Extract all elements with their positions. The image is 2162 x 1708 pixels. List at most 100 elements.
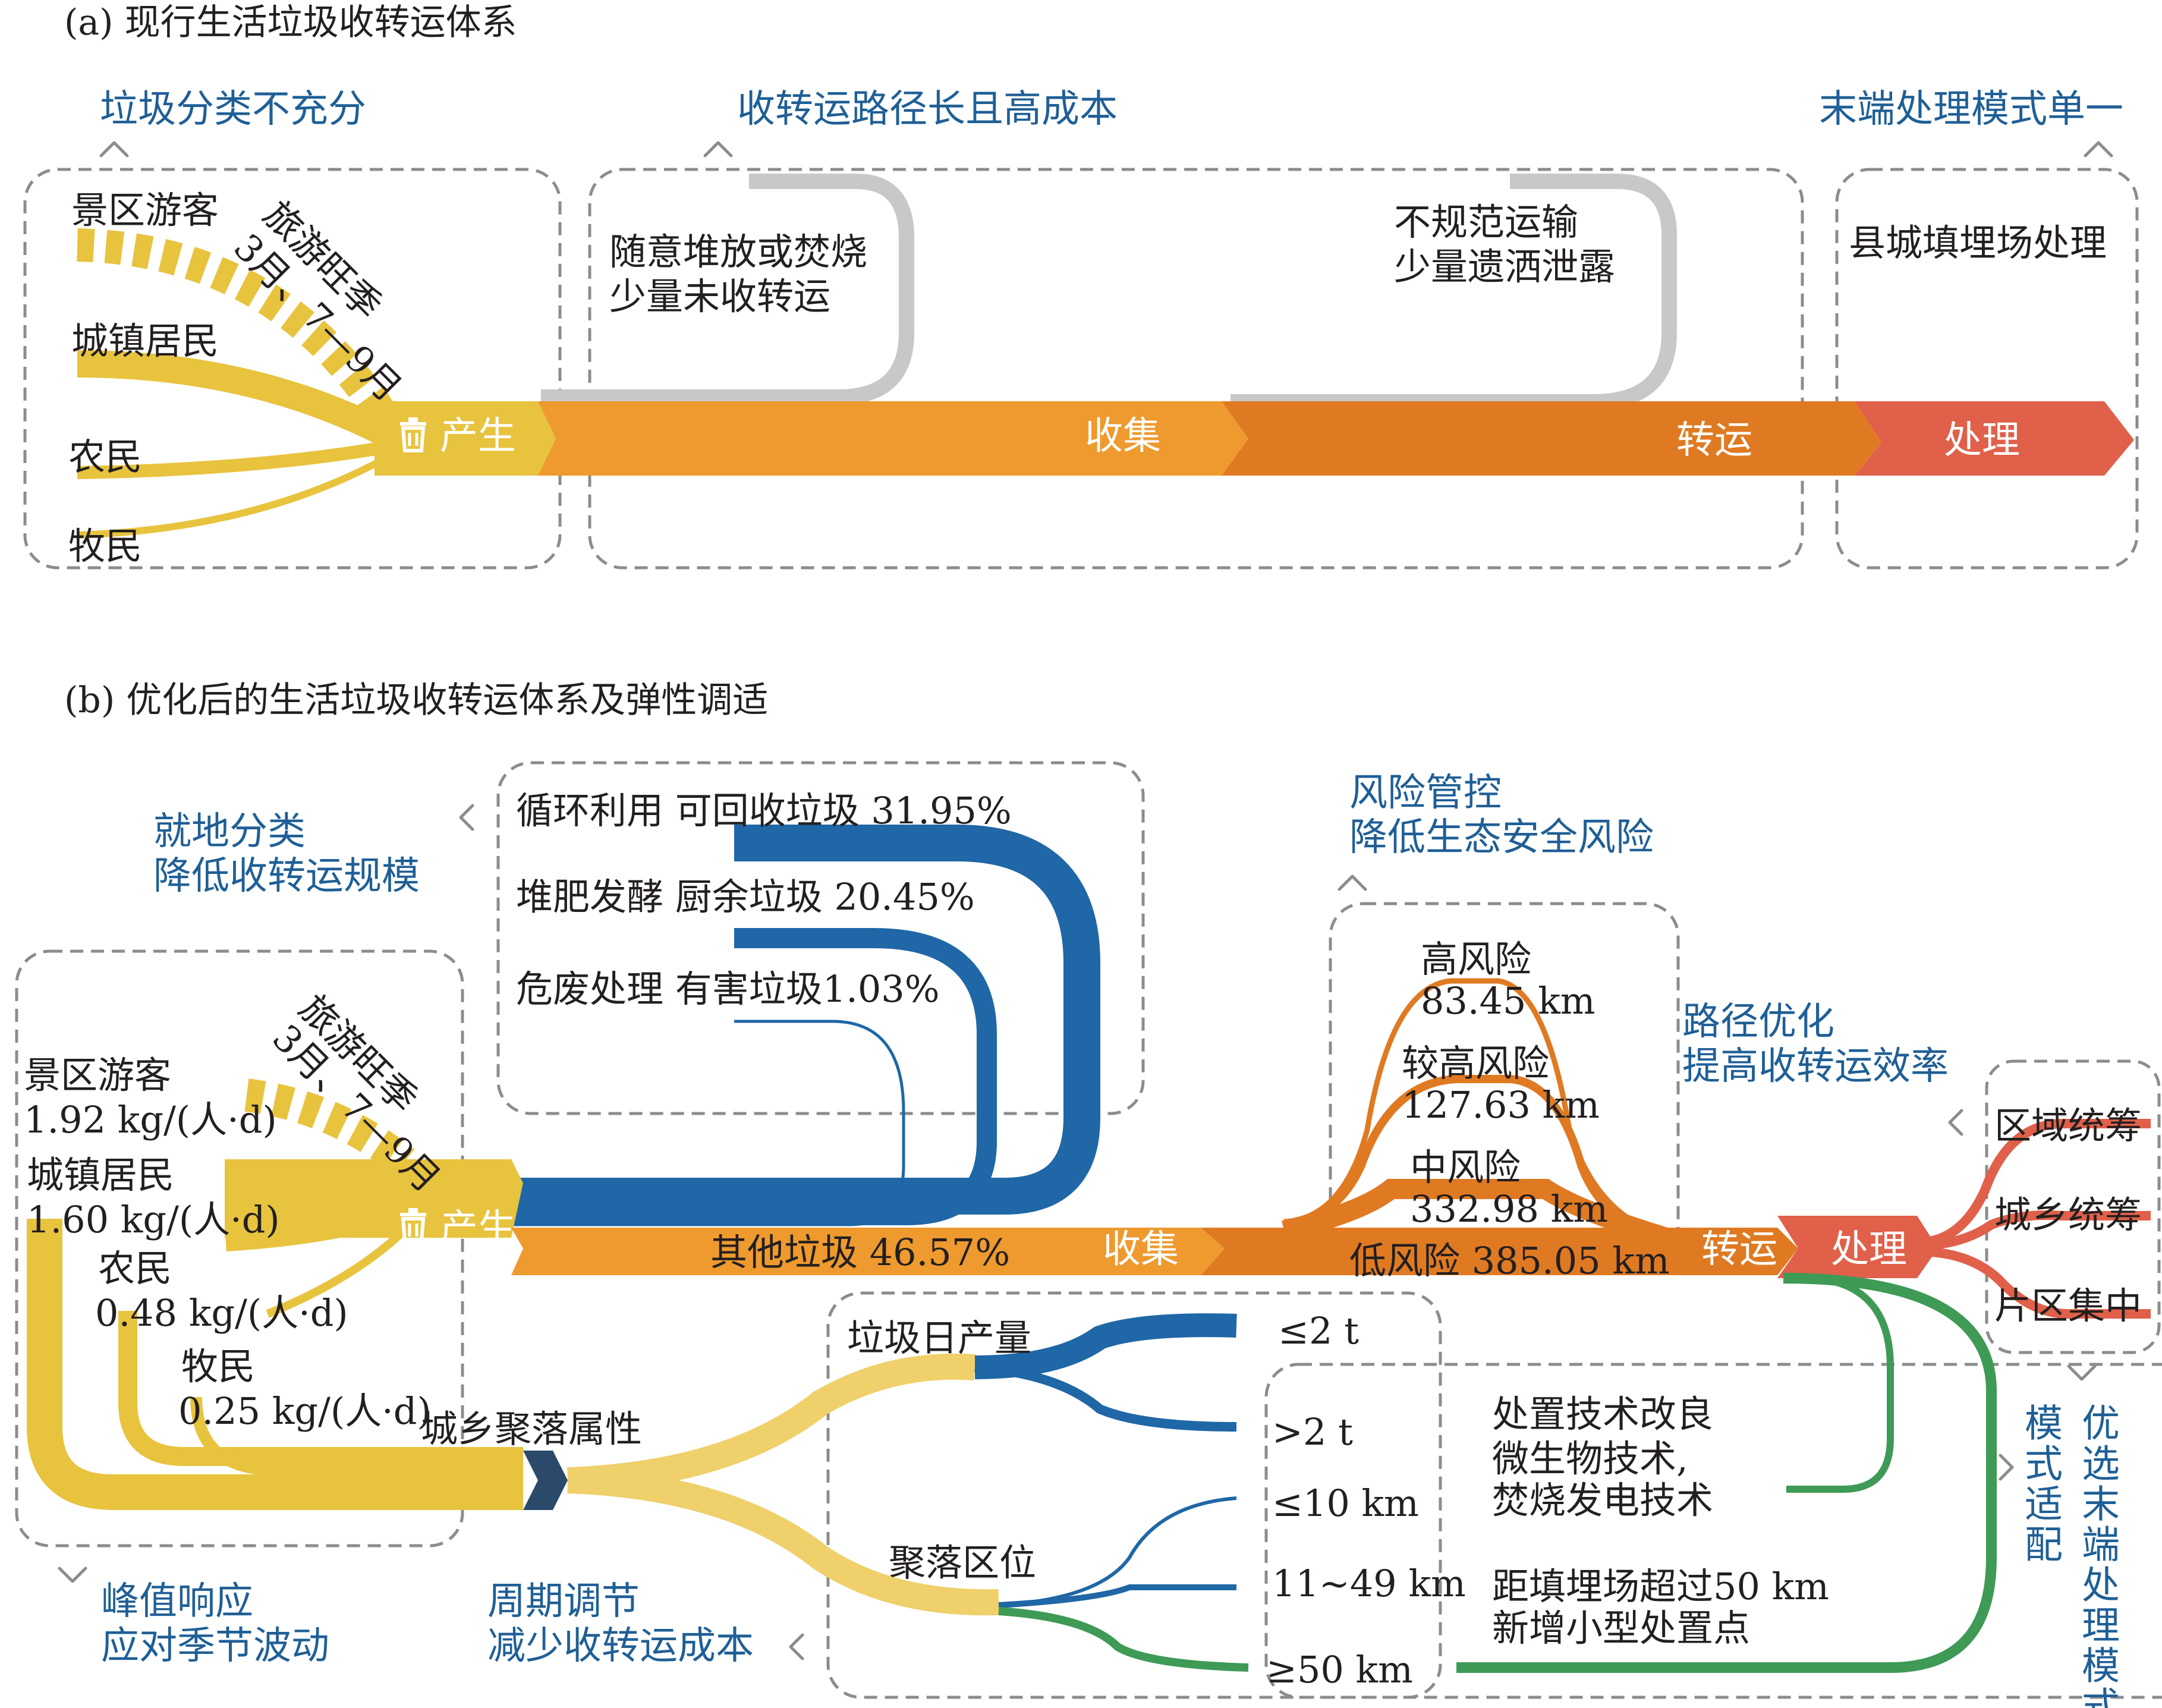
source-tourists-b-rate: 1.92 kg/(人·d) [24, 1098, 277, 1141]
mode-regional: 区域统筹 [1994, 1104, 2142, 1147]
source-group-box-b [15, 949, 464, 1547]
note-route-1: 路径优化 [1682, 1000, 1834, 1044]
risk-low-label: 低风险 385.05 km [1349, 1239, 1670, 1282]
stage-produce-b-label: 产生 [440, 1207, 516, 1251]
stage-transfer-b-label: 转运 [1701, 1228, 1777, 1272]
hazardous-waste-flow [511, 1020, 905, 1226]
output-low-flow [974, 1313, 1237, 1379]
chevron-down-icon [2067, 1364, 2097, 1381]
chevron-left-icon [1948, 1109, 1963, 1136]
chevron-left-icon [459, 804, 474, 831]
issue-route: 收转运路径长且高成本 [737, 87, 1118, 131]
transport-group-box [588, 168, 1804, 570]
transfer-loss-flow [1231, 174, 1677, 410]
note-route-2: 提高收转运效率 [1682, 1045, 1949, 1089]
daily-output-flow [567, 1353, 976, 1493]
daily-output-label: 垃圾日产量 [847, 1316, 1031, 1360]
source-group-box [23, 168, 562, 570]
collect-loss-flow [541, 174, 914, 405]
section-b-title: (b) 优化后的生活垃圾收转运体系及弹性调适 [64, 680, 768, 721]
distance-10-label: ≤10 km [1272, 1481, 1419, 1525]
output-high-label: >2 t [1272, 1410, 1353, 1454]
risk-medium-distance: 332.98 km [1410, 1187, 1608, 1231]
risk-high-level: 高风险 [1421, 938, 1531, 981]
note-sorting-2: 降低收转运规模 [153, 854, 420, 898]
location-flow [567, 1467, 999, 1616]
new-site-line1: 距填埋场超过50 km [1492, 1565, 1829, 1608]
new-site-line2: 新增小型处置点 [1492, 1606, 1750, 1650]
resident-flow [77, 350, 393, 446]
peak-flow-3 [190, 1396, 523, 1474]
source-herders-b: 牧民 [181, 1345, 255, 1388]
kitchen-waste-flow [511, 928, 997, 1225]
note-peak-1: 峰值响应 [101, 1580, 253, 1624]
issue-disposal: 末端处理模式单一 [1819, 87, 2123, 131]
note-cycle-1: 周期调节 [487, 1580, 640, 1624]
tourist-dashed-flow [77, 228, 401, 431]
note-risk-1: 风险管控 [1349, 771, 1502, 815]
settlement-group-box [826, 1291, 1442, 1699]
disposal-note: 县城填埋场处理 [1849, 221, 2107, 265]
chevron-right-icon [1999, 1454, 2014, 1481]
recycle-label-recyclable: 循环利用 可回收垃圾 31.95% [516, 789, 1012, 832]
distance-50-flow [998, 1607, 1249, 1672]
mode-group-box [1985, 1059, 2161, 1354]
collect-loss-line2: 少量未收转运 [609, 275, 830, 318]
source-residents-b: 城镇居民 [27, 1153, 174, 1197]
farmer-flow [77, 441, 388, 479]
transfer-loss-line1: 不规范运输 [1394, 200, 1578, 244]
risk-low-distance: 385.05 km [1472, 1239, 1670, 1282]
collect-loss-line1: 随意堆放或焚烧 [609, 230, 867, 273]
herder-flow [77, 454, 388, 539]
section-a: (a) 现行生活垃圾收转运体系 垃圾分类不充分 收转运路径长且高成本 末端处理模… [23, 2, 2139, 570]
settlement-attribute: 城乡聚落属性 [421, 1407, 642, 1451]
chevron-up-icon [703, 141, 733, 158]
output-low-label: ≤2 t [1278, 1309, 1359, 1352]
tech-line1: 处置技术改良 [1492, 1392, 1713, 1436]
mode-cluster-flow [1916, 1247, 2151, 1319]
source-herders-b-rate: 0.25 kg/(人·d) [178, 1389, 432, 1433]
herder-flow-b [266, 1222, 413, 1318]
risk-medium-flow [1282, 1179, 1685, 1253]
stage-collect-b [511, 1228, 1225, 1275]
risk-low-level: 低风险 [1349, 1239, 1472, 1282]
settlement-arrow [523, 1451, 568, 1510]
mode-cluster: 片区集中 [1994, 1284, 2142, 1328]
chevron-up-icon [99, 141, 129, 158]
resident-flow-b [225, 1161, 407, 1204]
source-farmers: 农民 [68, 435, 142, 479]
stage-transfer [1222, 401, 1881, 476]
source-residents: 城镇居民 [71, 319, 219, 363]
tech-line2: 微生物技术, [1492, 1437, 1688, 1480]
stage-dispose-b [1777, 1216, 1938, 1278]
source-residents-b-rate: 1.60 kg/(人·d) [27, 1198, 280, 1241]
mode-urban-rural-flow [1916, 1210, 2151, 1250]
stage-transfer-b [1201, 1228, 1798, 1275]
transfer-loss-line2: 少量遗洒泄露 [1394, 245, 1615, 288]
recycle-label-hazardous: 危废处理 有害垃圾1.03% [516, 967, 940, 1011]
new-site-flow [1456, 1273, 1997, 1673]
risk-higher-level: 较高风险 [1402, 1042, 1549, 1085]
section-b: (b) 优化后的生活垃圾收转运体系及弹性调适 [15, 680, 2162, 1708]
tech-flow [1786, 1275, 1894, 1493]
distance-11-49-label: 11~49 km [1272, 1562, 1466, 1605]
recyclable-flow [511, 825, 1100, 1215]
stage-dispose [1855, 401, 2134, 476]
note-risk-2: 降低生态安全风险 [1349, 816, 1654, 860]
location-label: 聚落区位 [889, 1541, 1036, 1584]
chevron-up-icon [2084, 141, 2113, 158]
stage-produce [375, 401, 556, 476]
stage-collect-b-label: 收集 [1103, 1228, 1179, 1272]
note-cycle-2: 减少收转运成本 [487, 1624, 754, 1668]
source-herders: 牧民 [68, 524, 142, 568]
stage-transfer-label: 转运 [1676, 419, 1752, 463]
note-sorting-1: 就地分类 [153, 810, 306, 854]
source-tourists-b: 景区游客 [24, 1053, 171, 1097]
peak-flow-2 [118, 1311, 523, 1466]
source-tourists: 景区游客 [71, 188, 219, 232]
issue-classification: 垃圾分类不充分 [100, 87, 366, 131]
risk-group-box [1329, 902, 1680, 1274]
note-peak-2: 应对季节波动 [101, 1624, 329, 1668]
note-mode-1: 模式适配 [2018, 1403, 2062, 1565]
